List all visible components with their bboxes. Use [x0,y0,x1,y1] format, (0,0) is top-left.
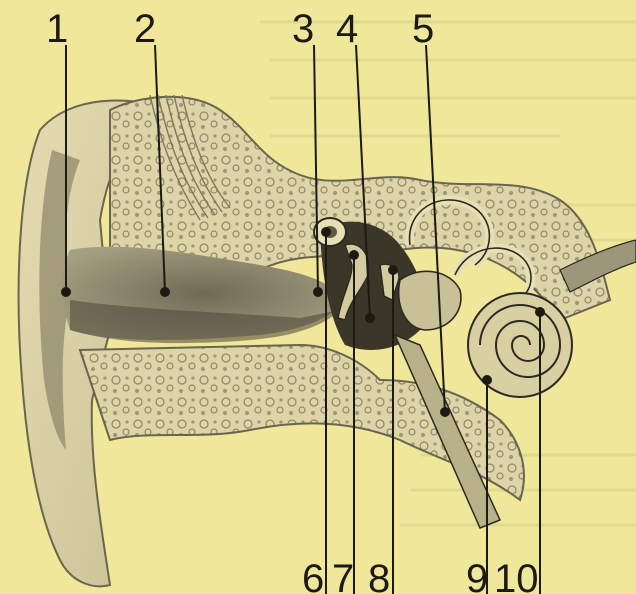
label-9: 9 [466,557,488,594]
label-6: 6 [302,557,324,594]
label-3: 3 [292,7,314,51]
label-5: 5 [412,7,434,51]
label-10: 10 [494,557,539,594]
label-1: 1 [46,7,68,51]
label-7: 7 [332,557,354,594]
label-4: 4 [336,7,358,51]
label-2: 2 [134,7,156,51]
label-8: 8 [368,557,390,594]
